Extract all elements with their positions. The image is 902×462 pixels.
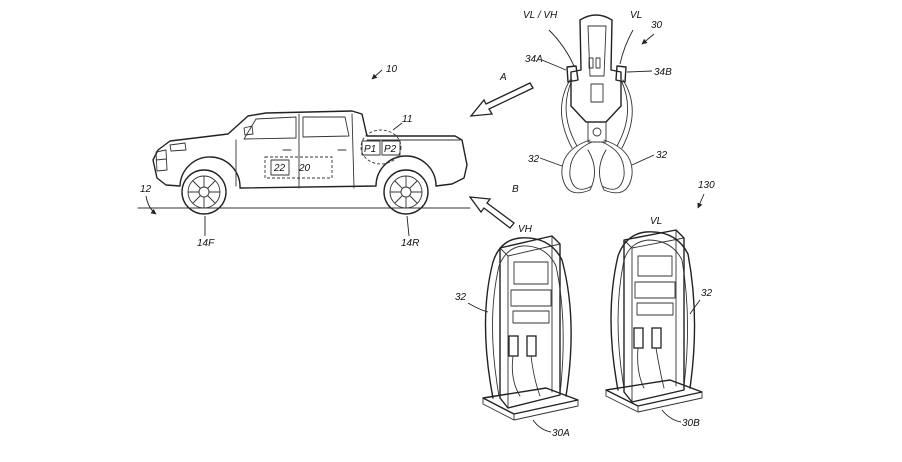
station-30b-base — [605, 379, 703, 407]
port-p1-box — [361, 140, 381, 156]
battery-22-box — [270, 159, 290, 176]
rear-window — [302, 116, 350, 138]
leader-32-30a — [467, 302, 489, 313]
label-14r: 14R — [401, 238, 419, 249]
charging-station-30b: VL 32 30B 130 — [605, 180, 715, 429]
label-30: 30 — [651, 20, 663, 31]
label-vh: VH — [518, 224, 533, 235]
label-vl-vh: VL / VH — [523, 10, 558, 21]
cable-right — [599, 79, 633, 194]
wall-charger-housing — [570, 14, 622, 123]
label-34b: 34B — [654, 67, 672, 78]
leader-34a — [541, 59, 567, 71]
wall-charger-display — [590, 83, 604, 103]
station-30a-screen — [510, 289, 552, 307]
station-30a-connector-left — [508, 335, 519, 357]
leader-vl-vh — [548, 29, 575, 67]
holster-34a — [566, 65, 579, 83]
grille — [155, 149, 168, 172]
leader-32-right — [631, 154, 655, 166]
leader-30 — [641, 33, 655, 45]
label-34a: 34A — [525, 54, 543, 65]
leader-30b — [661, 409, 682, 423]
label-vl-wall: VL — [630, 10, 642, 21]
arrow-a: A — [469, 72, 534, 117]
leader-32-30b — [689, 299, 701, 315]
label-vl-station: VL — [650, 216, 662, 227]
door-lines — [235, 113, 355, 189]
station-30a-connector-right — [526, 335, 537, 357]
leader-11 — [392, 122, 403, 131]
leader-10 — [371, 69, 383, 80]
label-p1: P1 — [364, 144, 376, 155]
station-30b-connector-right — [651, 327, 662, 349]
charging-station-30a: VH 32 30A — [455, 224, 579, 439]
station-30b-screen — [634, 281, 676, 299]
label-b: B — [512, 184, 519, 195]
leader-32-left — [539, 157, 563, 167]
label-30b: 30B — [682, 418, 700, 429]
pickup-truck: 22 20 P1 P2 11 14F 14R 12 10 — [137, 64, 471, 249]
rear-wheel — [383, 169, 429, 215]
label-12: 12 — [140, 184, 152, 195]
label-p2: P2 — [384, 144, 397, 155]
label-10: 10 — [386, 64, 398, 75]
leader-14r — [406, 215, 410, 237]
charge-port-area — [360, 129, 402, 165]
label-30a: 30A — [552, 428, 570, 439]
label-11: 11 — [402, 114, 412, 125]
side-mirror — [243, 125, 254, 136]
label-130: 130 — [698, 180, 715, 191]
leader-34b — [626, 70, 653, 73]
station-30b-connector-left — [633, 327, 644, 349]
label-32-wall-right: 32 — [656, 150, 668, 161]
leader-vl-wall — [619, 29, 634, 65]
front-window — [243, 116, 297, 140]
front-wheel — [181, 169, 227, 215]
leader-30a — [532, 419, 552, 433]
label-32-wall-left: 32 — [528, 154, 540, 165]
battery-outline — [264, 156, 333, 179]
label-22: 22 — [273, 163, 286, 174]
leader-12 — [145, 195, 157, 215]
label-20: 20 — [298, 163, 311, 174]
station-30a-base — [482, 387, 579, 415]
wall-charger: VL / VH VL 30 34A 34B 32 32 — [523, 10, 672, 194]
port-p2-box — [381, 140, 401, 156]
wall-charger-base — [587, 121, 607, 143]
arrow-b: B — [468, 184, 519, 229]
label-a: A — [499, 72, 507, 83]
leader-130 — [697, 193, 705, 209]
station-30a-top-panel — [513, 261, 549, 285]
label-32-30a: 32 — [455, 292, 467, 303]
label-32-30b: 32 — [701, 288, 713, 299]
wall-charger-panel — [587, 25, 607, 77]
headlight — [169, 142, 187, 152]
cable-left — [561, 79, 595, 194]
holster-34b — [615, 65, 627, 83]
label-14f: 14F — [197, 238, 215, 249]
station-30b-top-panel — [637, 255, 673, 277]
station-30a-cable-loop — [484, 237, 572, 399]
truck-body — [152, 110, 468, 189]
